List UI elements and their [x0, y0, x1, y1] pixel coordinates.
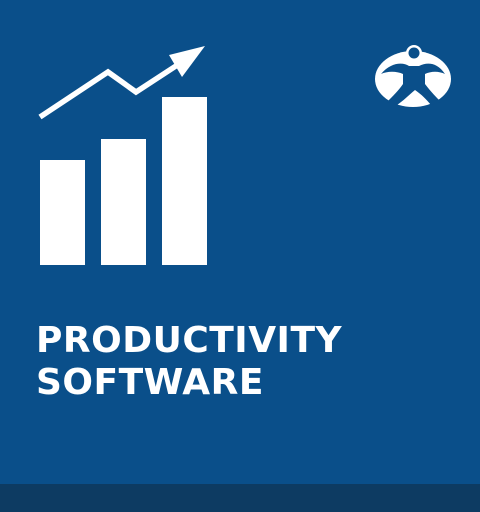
- trend-line: [38, 59, 184, 120]
- chart-bar-2: [101, 139, 146, 265]
- page-title: PRODUCTIVITY SOFTWARE: [36, 320, 342, 404]
- growth-chart-icon: [38, 46, 207, 265]
- figure-badge-logo: [375, 45, 451, 107]
- chart-bar-3: [162, 97, 207, 265]
- title-line-1: PRODUCTIVITY: [36, 320, 343, 361]
- category-tile[interactable]: PRODUCTIVITY SOFTWARE: [0, 0, 480, 484]
- trend-arrow-head: [169, 46, 205, 77]
- title-line-2: SOFTWARE: [36, 362, 264, 403]
- bottom-bar: [0, 484, 480, 512]
- chart-bar-1: [40, 160, 85, 265]
